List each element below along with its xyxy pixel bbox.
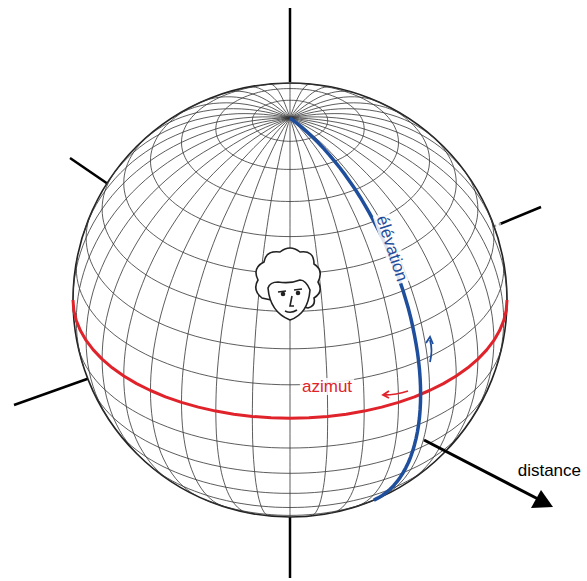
meridian-line [290,118,364,513]
axes [14,8,541,578]
axis-line [289,8,292,82]
meridian-line [290,83,291,118]
azimuth-label: azimut [300,378,354,395]
meridian-line [290,97,380,118]
meridian-line [290,118,494,420]
elevation-arrow [430,340,432,362]
elevation-arrow [426,337,433,344]
nose [290,296,294,306]
axis-line [289,512,292,578]
azimuth-arrow [383,391,389,398]
face [268,280,310,320]
meridian-line [113,114,290,174]
sphere-outline [73,83,507,517]
meridian-line [151,118,291,495]
distance-label: distance [516,462,583,479]
meridian-line [84,117,290,233]
meridian-line [173,103,291,118]
meridian-line [182,118,291,507]
meridian-line [290,103,408,118]
elevation-arc [290,118,421,500]
head-icon [256,248,321,320]
axis-line [70,158,108,184]
meridian-line [290,84,310,118]
arrow-head [531,490,553,508]
eye [282,293,285,296]
meridian-line [141,109,290,143]
axis-line [500,207,541,224]
meridian-line [76,118,290,367]
mouth [285,310,297,312]
highlight-lines [73,118,507,500]
meridian-line [290,117,496,233]
meridian-line [200,97,290,118]
sphere-grid [73,83,507,517]
meridian-line [290,118,504,367]
direction-arrows [383,337,433,398]
eye [297,292,300,295]
meridian-line [290,114,467,174]
